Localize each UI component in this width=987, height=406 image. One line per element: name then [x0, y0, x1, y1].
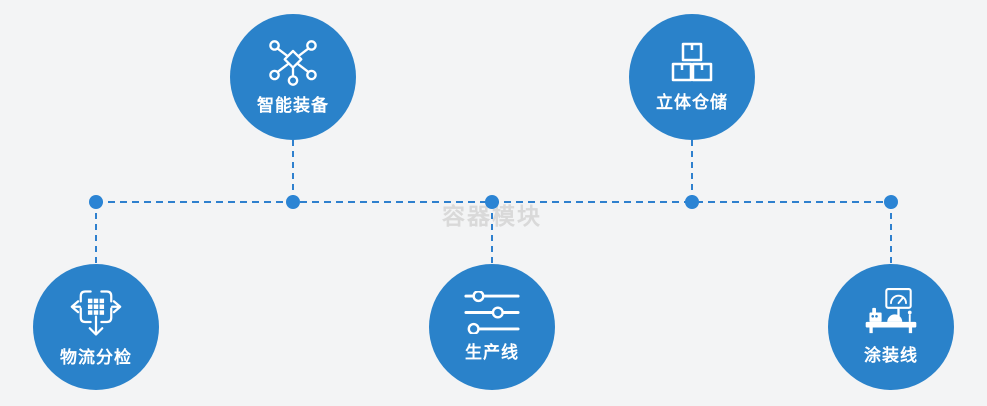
junction-dot — [884, 195, 898, 209]
junction-dot — [89, 195, 103, 209]
node-production-line: 生产线 — [429, 264, 555, 390]
sliders-icon — [463, 290, 521, 335]
node-coating-line: 涂装线 — [828, 264, 954, 390]
stacked-boxes-icon — [670, 42, 714, 84]
node-label: 智能装备 — [257, 95, 329, 116]
coating-machine-icon — [861, 288, 921, 337]
junction-dot — [685, 195, 699, 209]
junction-dot — [286, 195, 300, 209]
node-logistics-sorting: 物流分检 — [33, 264, 159, 390]
node-smart-equipment: 智能装备 — [230, 14, 356, 140]
node-label: 物流分检 — [60, 347, 132, 368]
sorting-arrows-icon — [67, 287, 125, 339]
node-label: 生产线 — [465, 343, 519, 363]
node-vertical-warehouse: 立体仓储 — [629, 14, 755, 140]
node-label: 立体仓储 — [656, 92, 728, 113]
network-nodes-icon — [265, 39, 321, 87]
node-label: 涂装线 — [864, 346, 918, 366]
junction-dot — [485, 195, 499, 209]
